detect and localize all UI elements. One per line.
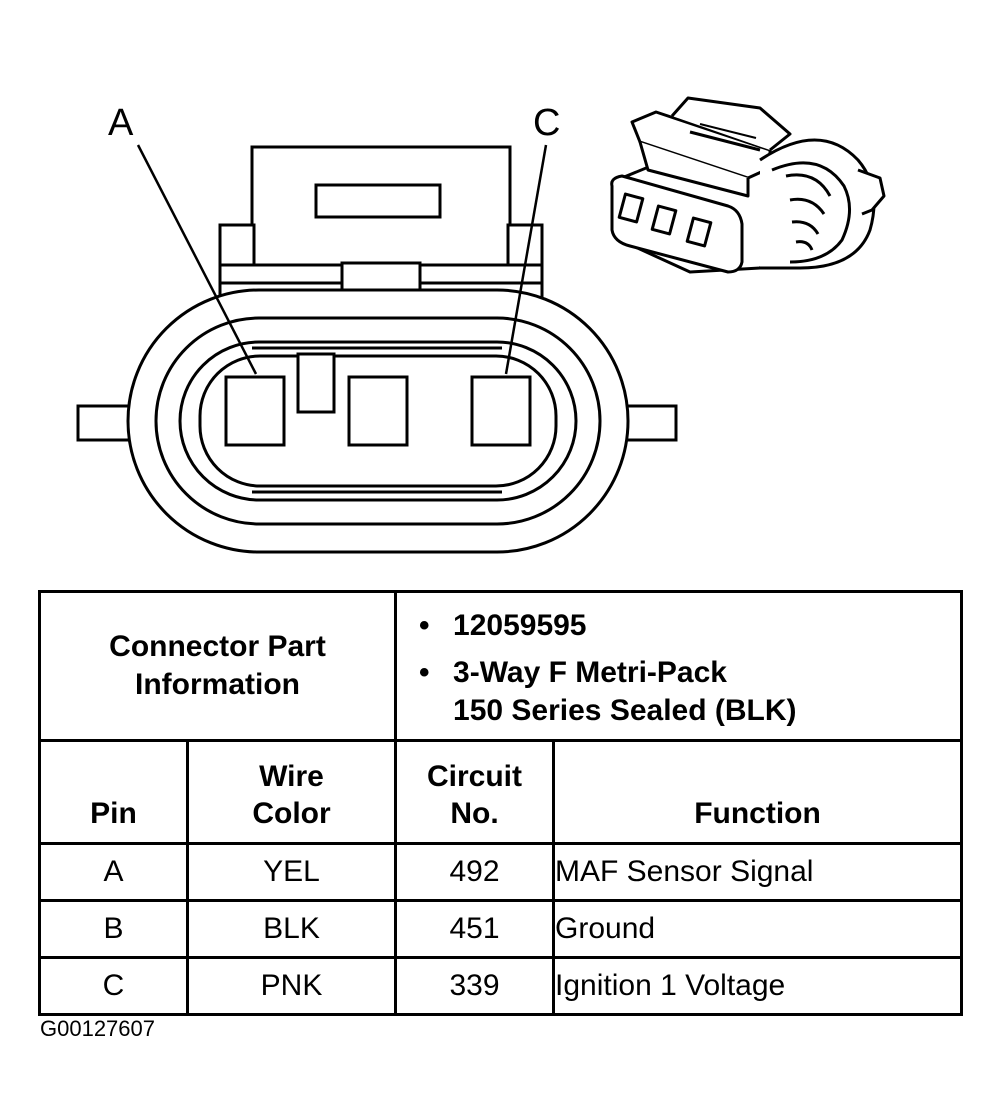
cell-pin: A xyxy=(38,842,189,902)
connector-description: 3-Way F Metri-Pack 150 Series Sealed (BL… xyxy=(419,654,960,730)
cell-circuit: 339 xyxy=(394,956,556,1016)
cell-function: Ground xyxy=(552,899,964,959)
cell-wire-color: PNK xyxy=(185,956,398,1016)
polarizing-key xyxy=(296,352,336,414)
leader-line-a xyxy=(136,144,258,375)
connector-diagram: A C xyxy=(76,96,886,554)
part-number: 12059595 xyxy=(419,607,960,645)
table-row: A YEL 492 MAF Sensor Signal xyxy=(38,842,964,902)
cell-function: MAF Sensor Signal xyxy=(552,842,964,902)
leader-line-c xyxy=(504,144,548,375)
header-function: Function xyxy=(552,739,964,845)
cell-pin: B xyxy=(38,899,189,959)
cell-wire-color: YEL xyxy=(185,842,398,902)
connector-part-info-label: Connector Part Information xyxy=(37,590,398,742)
inner-face xyxy=(178,340,578,502)
header-wire-color: Wire Color xyxy=(185,739,398,845)
cell-circuit: 492 xyxy=(394,842,556,902)
latch-step-left xyxy=(218,223,256,269)
pin-label-a: A xyxy=(108,102,134,144)
cell-function: Ignition 1 Voltage xyxy=(552,956,964,1016)
table-row: B BLK 451 Ground xyxy=(38,899,964,959)
seal-ring xyxy=(154,316,602,526)
pin-label-c: C xyxy=(533,102,560,144)
connector-pinout-table: Connector Part Information 12059595 3-Wa… xyxy=(37,590,964,1016)
cell-pin: C xyxy=(38,956,189,1016)
table-row: C PNK 339 Ignition 1 Voltage xyxy=(38,956,964,1016)
connector-part-info-details: 12059595 3-Way F Metri-Pack 150 Series S… xyxy=(394,590,964,742)
header-circuit-no: Circuit No. xyxy=(394,739,556,845)
cell-wire-color: BLK xyxy=(185,899,398,959)
figure-code: G00127607 xyxy=(40,1016,155,1041)
pin-cavity-a xyxy=(224,375,286,447)
latch-window xyxy=(314,183,442,219)
cavity-frame xyxy=(198,354,558,488)
cell-circuit: 451 xyxy=(394,899,556,959)
connector-isometric-view xyxy=(610,96,886,274)
pin-cavity-b xyxy=(347,375,409,447)
header-pin: Pin xyxy=(38,739,189,845)
pin-cavity-c xyxy=(470,375,532,447)
